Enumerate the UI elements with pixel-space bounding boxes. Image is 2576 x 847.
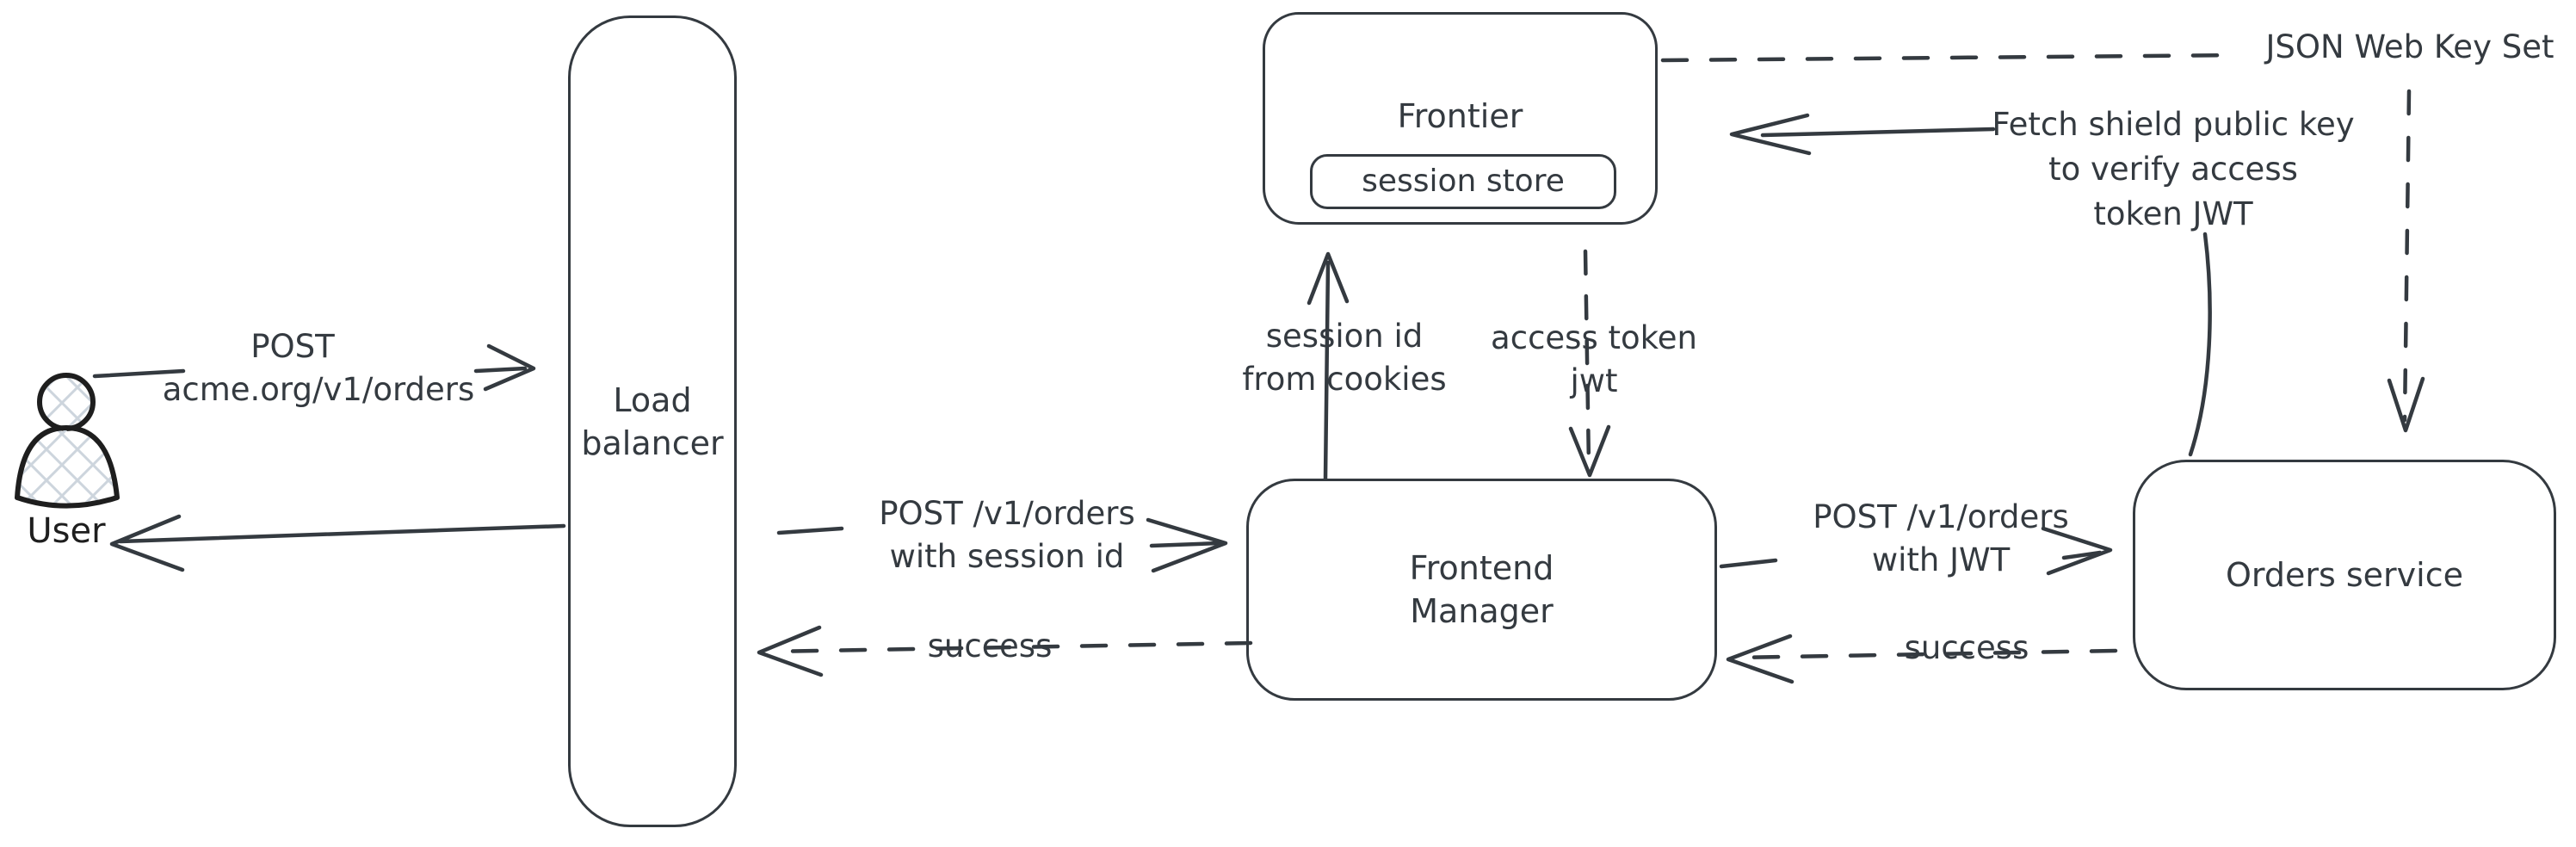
arrow-fetch-curve (2188, 232, 2212, 457)
node-frontend-manager: Frontend Manager (1246, 479, 1717, 701)
edge-label-post-session-line1: POST /v1/orders (879, 495, 1135, 532)
edge-label-post-jwt-line2: with JWT (1871, 541, 2011, 578)
user-icon (15, 373, 120, 509)
arrow-fm-to-orders-head (2041, 526, 2113, 576)
node-session-store: session store (1310, 154, 1616, 209)
arrow-jwks-to-orders-line (2402, 89, 2412, 423)
arrow-fm-to-frontier-line (1323, 260, 1331, 481)
edge-label-success-right: success (1904, 629, 2029, 666)
edge-label-session-id-line1: session id (1265, 318, 1424, 355)
frontend-manager-label-line2: Manager (1410, 592, 1554, 630)
arrow-lb-to-fm-line (1149, 541, 1221, 548)
edge-label-fetch-line2: to verify access (2048, 151, 2298, 188)
arrow-fm-to-lb-success-line (768, 640, 1253, 654)
load-balancer-label-line1: Load (613, 380, 692, 419)
arrow-user-to-lb-head (483, 343, 536, 392)
arrow-frontier-to-jwks-line (1660, 53, 2239, 63)
arrow-frontier-to-fm-head (1568, 424, 1611, 478)
arrow-lb-to-user-head (109, 514, 185, 572)
node-load-balancer: Load balancer (568, 15, 737, 827)
arrow-fetch-line (1760, 127, 1996, 138)
arrow-fm-to-lb-success-head (757, 625, 824, 677)
arrow-fm-to-frontier-head (1307, 251, 1350, 306)
node-orders-service: Orders service (2133, 460, 2556, 690)
arrow-user-to-lb-line (473, 366, 528, 374)
arrow-fm-to-orders-tail (1719, 558, 1778, 569)
arrow-lb-to-user-line (118, 523, 566, 544)
edge-label-fetch-line1: Fetch shield public key (1992, 106, 2355, 143)
edge-label-session-id-line2: from cookies (1242, 361, 1447, 398)
arrow-orders-to-fm-success-head (1726, 634, 1795, 684)
edge-label-post: POST (250, 328, 335, 365)
arrow-user-to-lb-tail (92, 368, 186, 379)
arrow-frontier-to-fm-line (1583, 249, 1591, 467)
frontend-manager-label-line1: Frontend (1409, 549, 1554, 587)
edge-label-post-session-line2: with session id (889, 538, 1125, 575)
node-frontier: Frontier session store (1263, 12, 1658, 225)
user-label: User (27, 511, 106, 551)
load-balancer-label-line2: balancer (581, 424, 724, 462)
edge-label-success-left: success (927, 628, 1053, 665)
edge-label-fetch-line3: token JWT (2093, 195, 2253, 232)
orders-service-label: Orders service (2226, 556, 2463, 594)
arrow-fetch-head (1729, 113, 1812, 156)
edge-label-acme-url: acme.org/v1/orders (162, 371, 475, 408)
arrow-fm-to-orders-line (2061, 550, 2103, 560)
edge-label-jwks: JSON Web Key Set (2265, 28, 2554, 65)
edge-label-access-token-line1: access token (1491, 319, 1697, 356)
arrow-lb-to-fm-tail (776, 526, 844, 535)
edge-label-access-token-line2: jwt (1570, 362, 1618, 399)
arrow-jwks-to-orders-head (2387, 376, 2425, 433)
frontier-label: Frontier (1397, 97, 1523, 135)
session-store-label: session store (1362, 164, 1565, 199)
edge-label-post-jwt-line1: POST /v1/orders (1813, 498, 2069, 535)
arrow-lb-to-fm-head (1146, 517, 1228, 573)
arrow-orders-to-fm-success-line (1736, 648, 2118, 660)
